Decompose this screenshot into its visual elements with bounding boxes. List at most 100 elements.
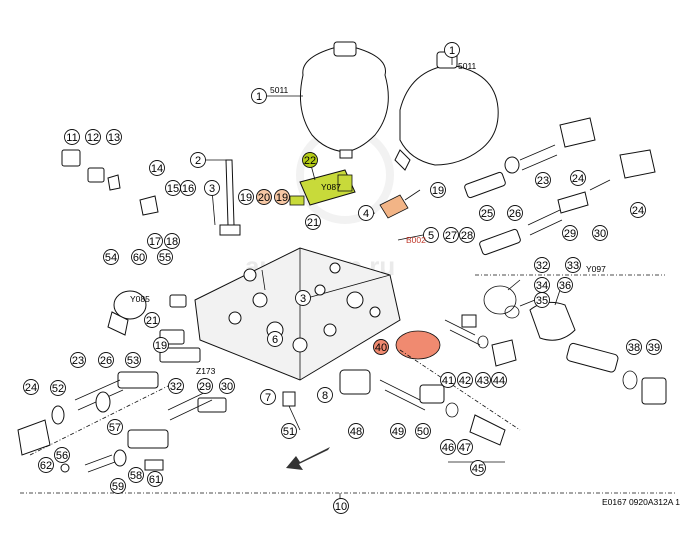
- callout-number: 14: [151, 163, 163, 175]
- callout-11[interactable]: 11: [64, 129, 80, 145]
- callout-54[interactable]: 54: [103, 249, 119, 265]
- callout-17[interactable]: 17: [147, 233, 163, 249]
- callout-8[interactable]: 8: [317, 387, 333, 403]
- callout-58[interactable]: 58: [128, 467, 144, 483]
- callout-24c[interactable]: 24: [23, 379, 39, 395]
- callout-35[interactable]: 35: [534, 292, 550, 308]
- callout-61[interactable]: 61: [147, 471, 163, 487]
- callout-circle: [295, 290, 311, 306]
- callout-circle: [107, 419, 123, 435]
- callout-circle: [430, 182, 446, 198]
- callout-30b[interactable]: 30: [219, 378, 235, 394]
- callout-circle: [128, 467, 144, 483]
- callout-57[interactable]: 57: [107, 419, 123, 435]
- callout-16[interactable]: 16: [180, 180, 196, 196]
- callout-62[interactable]: 62: [38, 457, 54, 473]
- callout-48[interactable]: 48: [348, 423, 364, 439]
- callout-26b[interactable]: 26: [98, 352, 114, 368]
- callout-56[interactable]: 56: [54, 447, 70, 463]
- callout-19d[interactable]: 19: [153, 337, 169, 353]
- callout-15[interactable]: 15: [165, 180, 181, 196]
- callout-19b[interactable]: 19: [274, 189, 290, 205]
- part-40-highlight[interactable]: [395, 330, 441, 360]
- callout-circle: [534, 292, 550, 308]
- callout-29b[interactable]: 29: [197, 378, 213, 394]
- callout-number: 19: [155, 340, 167, 352]
- callout-23b[interactable]: 23: [70, 352, 86, 368]
- callout-10[interactable]: 10: [333, 498, 349, 514]
- callout-5[interactable]: 5: [423, 227, 439, 243]
- callout-32b[interactable]: 32: [168, 378, 184, 394]
- solenoid-y087[interactable]: [289, 169, 356, 206]
- callout-number: 12: [87, 132, 99, 144]
- callout-45[interactable]: 45: [470, 460, 486, 476]
- callout-23a[interactable]: 23: [535, 172, 551, 188]
- callout-39[interactable]: 39: [646, 339, 662, 355]
- callout-25[interactable]: 25: [479, 205, 495, 221]
- callout-50[interactable]: 50: [415, 423, 431, 439]
- callout-60[interactable]: 60: [131, 249, 147, 265]
- callout-13[interactable]: 13: [106, 129, 122, 145]
- callout-59[interactable]: 59: [110, 478, 126, 494]
- callout-number: 4: [363, 208, 369, 220]
- callout-3b[interactable]: 3: [295, 290, 311, 306]
- callout-51[interactable]: 51: [281, 423, 297, 439]
- callout-2[interactable]: 2: [190, 152, 206, 168]
- callout-29a[interactable]: 29: [562, 225, 578, 241]
- callout-38[interactable]: 38: [626, 339, 642, 355]
- callout-19c[interactable]: 19: [430, 182, 446, 198]
- callout-44[interactable]: 44: [491, 372, 507, 388]
- callout-circle: [238, 189, 254, 205]
- callout-33[interactable]: 33: [565, 257, 581, 273]
- callout-47[interactable]: 47: [457, 439, 473, 455]
- callout-3[interactable]: 3: [204, 180, 220, 196]
- callout-number: 27: [445, 230, 457, 242]
- callout-14[interactable]: 14: [149, 160, 165, 176]
- callout-32a[interactable]: 32: [534, 257, 550, 273]
- callout-number: 21: [307, 217, 319, 229]
- part-4-highlight[interactable]: [379, 194, 409, 219]
- callout-number: 15: [167, 183, 179, 195]
- callout-12[interactable]: 12: [85, 129, 101, 145]
- callout-4[interactable]: 4: [358, 205, 374, 221]
- callout-28[interactable]: 28: [459, 227, 475, 243]
- callout-30a[interactable]: 30: [592, 225, 608, 241]
- callout-21b[interactable]: 21: [144, 312, 160, 328]
- callout-circle: [491, 372, 507, 388]
- callout-52[interactable]: 52: [50, 380, 66, 396]
- callout-number: 30: [221, 381, 233, 393]
- callout-18[interactable]: 18: [164, 233, 180, 249]
- callout-circle: [565, 257, 581, 273]
- callout-circle: [131, 249, 147, 265]
- callout-1b[interactable]: 1: [444, 42, 460, 58]
- callout-27[interactable]: 27: [443, 227, 459, 243]
- callout-24a[interactable]: 24: [570, 170, 586, 186]
- callout-40[interactable]: 40: [373, 339, 389, 355]
- callout-49[interactable]: 49: [390, 423, 406, 439]
- callout-circle: [23, 379, 39, 395]
- callout-55[interactable]: 55: [157, 249, 173, 265]
- callout-22[interactable]: 22: [302, 152, 318, 168]
- callout-20[interactable]: 20: [256, 189, 272, 205]
- callout-number: 30: [594, 228, 606, 240]
- callout-21a[interactable]: 21: [305, 214, 321, 230]
- callout-number: 3: [300, 293, 306, 305]
- callout-7[interactable]: 7: [260, 389, 276, 405]
- callout-36[interactable]: 36: [557, 277, 573, 293]
- callout-circle: [70, 352, 86, 368]
- callout-46[interactable]: 46: [440, 439, 456, 455]
- callout-42[interactable]: 42: [457, 372, 473, 388]
- callout-6[interactable]: 6: [267, 331, 283, 347]
- callout-circle: [475, 372, 491, 388]
- callout-34[interactable]: 34: [534, 277, 550, 293]
- callout-24b[interactable]: 24: [630, 202, 646, 218]
- callout-circle: [305, 214, 321, 230]
- callout-19a[interactable]: 19: [238, 189, 254, 205]
- callout-circle: [103, 249, 119, 265]
- callout-43[interactable]: 43: [475, 372, 491, 388]
- callout-41[interactable]: 41: [440, 372, 456, 388]
- callout-53[interactable]: 53: [125, 352, 141, 368]
- callout-26a[interactable]: 26: [507, 205, 523, 221]
- callout-circle: [50, 380, 66, 396]
- callout-1a[interactable]: 1: [251, 88, 267, 104]
